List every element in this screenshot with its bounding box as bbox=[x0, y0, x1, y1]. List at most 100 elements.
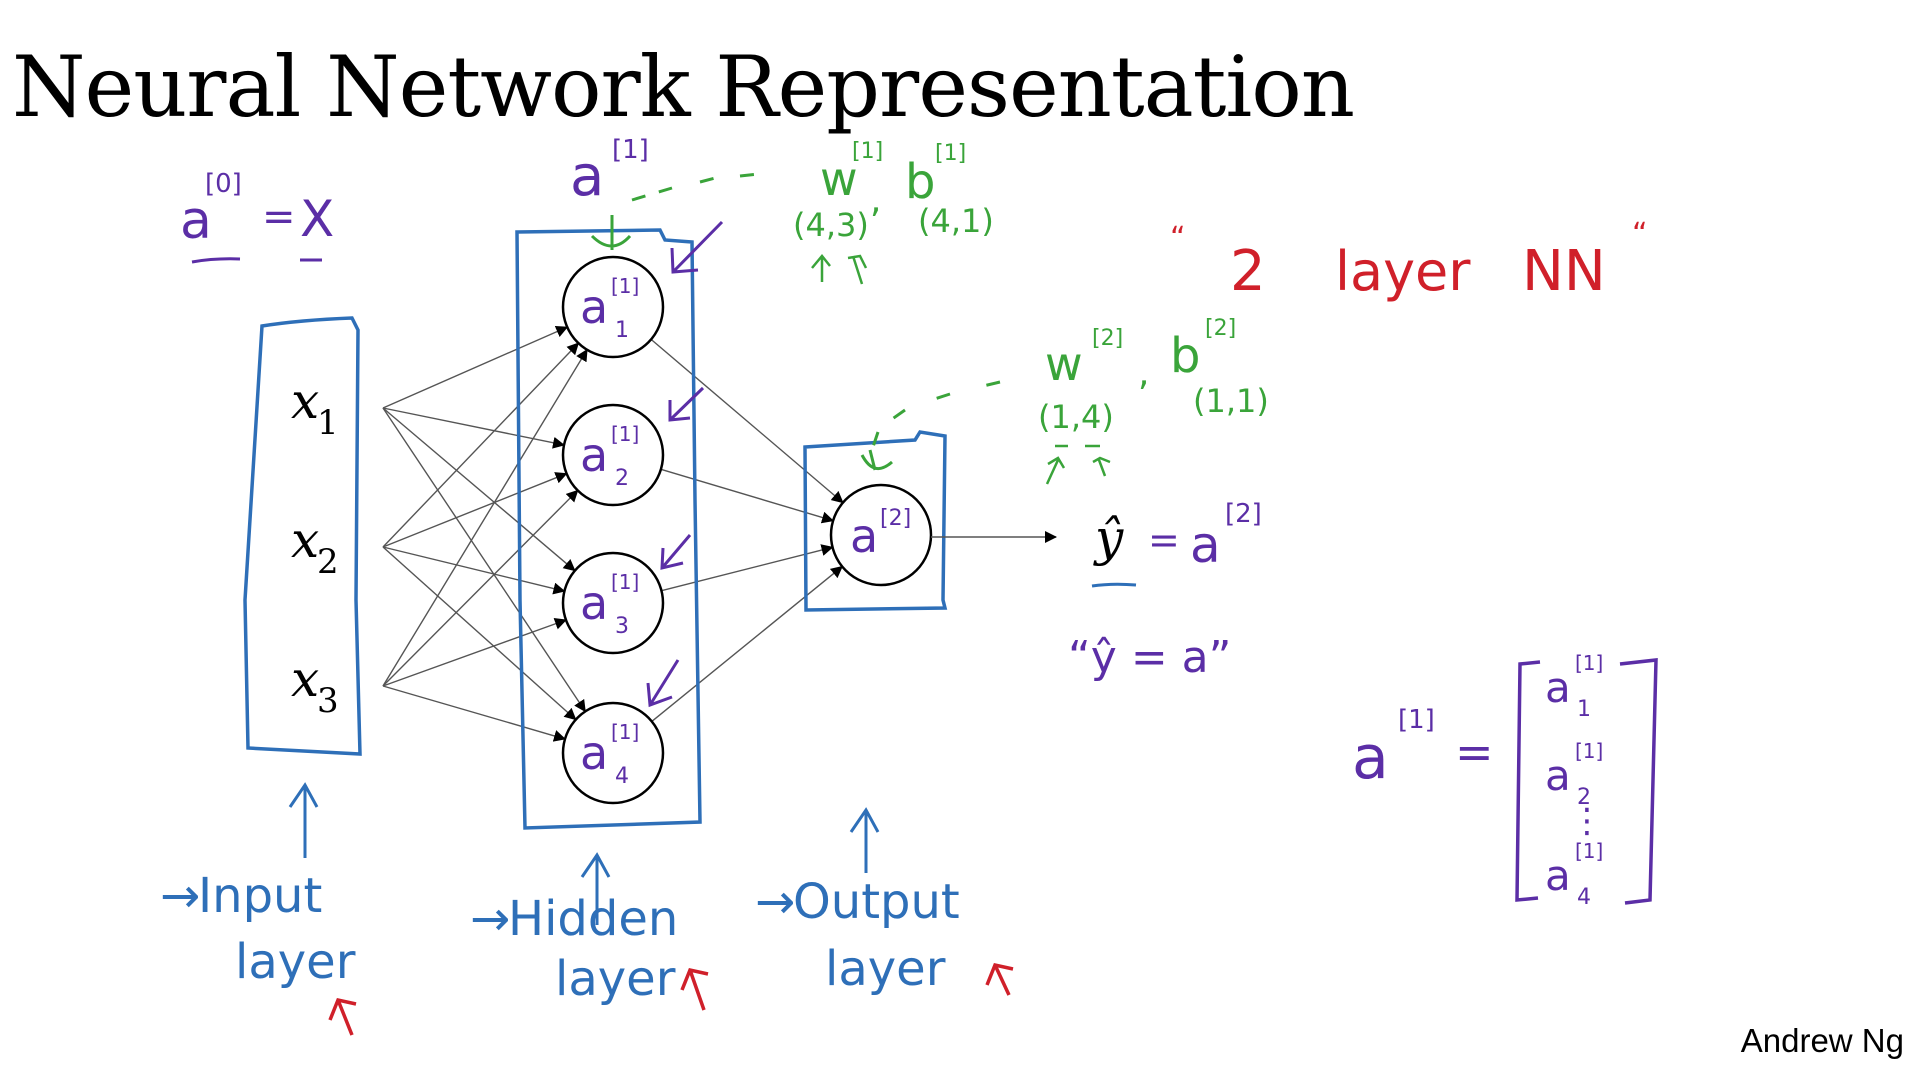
layer-label-arrow: → bbox=[470, 891, 510, 947]
pointer-arrow-icon bbox=[670, 220, 724, 274]
hidden-node-sup: [1] bbox=[611, 422, 639, 446]
hidden-node: a[1]1 bbox=[561, 255, 665, 359]
hidden-node-base: a bbox=[580, 428, 608, 482]
hidden-notation-base: a bbox=[570, 144, 604, 209]
layer-label-line2: layer bbox=[555, 951, 676, 1007]
hidden-node-circle bbox=[561, 403, 665, 507]
matrix-right-bracket bbox=[1619, 658, 1658, 905]
output-node-base: a bbox=[850, 509, 878, 563]
pointer-arrow-icon bbox=[668, 386, 705, 422]
matrix-entry-sup: [1] bbox=[1575, 739, 1603, 763]
hidden-node-base: a bbox=[580, 726, 608, 780]
matrix-left-bracket bbox=[1515, 660, 1541, 902]
edge-input-hidden bbox=[382, 546, 566, 595]
input-notation-lhs: a bbox=[180, 191, 212, 251]
edge-input-hidden bbox=[382, 342, 580, 548]
w2-base: w bbox=[1045, 337, 1083, 391]
layer-label-arrow: → bbox=[160, 868, 200, 924]
green-arrow-layer1 bbox=[590, 215, 632, 250]
layer2-params: w [2] , b [2] (1,4) (1,1) bbox=[860, 316, 1269, 485]
input-node-label: x3 bbox=[291, 650, 339, 721]
edge-input-hidden bbox=[382, 407, 565, 449]
matrix-entry: a[1] 1 bbox=[1545, 651, 1603, 722]
edge-input-hidden bbox=[382, 407, 586, 713]
hidden-node-base: a bbox=[580, 280, 608, 334]
matrix-entry-sup: [1] bbox=[1575, 651, 1603, 675]
green-arrow-layer2 bbox=[860, 449, 893, 471]
layer-label-line1: Input bbox=[198, 868, 322, 924]
edge-input-hidden bbox=[382, 348, 588, 687]
edge-hidden-output bbox=[660, 468, 835, 524]
dashed-link-layer1 bbox=[631, 172, 759, 202]
edge-hidden-output bbox=[650, 338, 844, 504]
red-arrow-icon bbox=[985, 962, 1014, 996]
hidden-notation-sup: [1] bbox=[612, 135, 649, 165]
input-node-subscript: 2 bbox=[317, 542, 339, 582]
layer-label-line1: Output bbox=[793, 874, 960, 930]
hidden-node: a[1] 3 bbox=[561, 551, 665, 655]
input-node-subscript: 1 bbox=[317, 403, 339, 443]
hidden-node: a[1] 2 bbox=[561, 403, 665, 507]
output-layer-box bbox=[803, 430, 948, 612]
yhat-underline bbox=[1091, 582, 1137, 588]
matrix-entry-sub: 4 bbox=[1577, 885, 1591, 910]
hidden-node-base: a bbox=[580, 576, 608, 630]
input-node-base: x bbox=[291, 650, 319, 708]
author-credit: Andrew Ng bbox=[1740, 1022, 1904, 1059]
hidden-node-circle bbox=[561, 551, 665, 655]
output-eq-rhs: a bbox=[1190, 516, 1221, 574]
b2-base: b bbox=[1170, 328, 1200, 384]
output-eq-sign: = bbox=[1148, 518, 1180, 562]
hidden-node-sub: 2 bbox=[615, 466, 629, 491]
matrix-entry-sub: 2 bbox=[1577, 785, 1591, 810]
pointer-arrow-icon bbox=[660, 534, 692, 570]
input-node-label: x2 bbox=[291, 511, 339, 582]
output-node-circle bbox=[829, 483, 933, 587]
yhat-symbol: ŷ bbox=[1093, 509, 1124, 567]
hidden-layer-notation: a [1] bbox=[570, 135, 759, 250]
edge-hidden-output bbox=[651, 565, 843, 722]
output-node-sup: [2] bbox=[880, 506, 911, 531]
hidden-node-circle bbox=[561, 255, 665, 359]
w1-shape: (4,3) bbox=[793, 206, 869, 244]
hidden-node-sub: 3 bbox=[615, 614, 629, 639]
edge-input-hidden bbox=[382, 546, 577, 721]
output-node: a [2] bbox=[829, 483, 933, 587]
w2-b2-comma: , bbox=[1138, 353, 1149, 394]
hidden-node: a[1]4 bbox=[561, 701, 665, 805]
input-node-base: x bbox=[291, 511, 319, 569]
hidden-layer-box bbox=[515, 228, 702, 830]
matrix-entry-sub: 1 bbox=[1577, 697, 1591, 722]
input-notation: a [0] = X bbox=[180, 169, 334, 264]
w2-sup: [2] bbox=[1092, 326, 1123, 351]
matrix-entry-base: a bbox=[1545, 851, 1571, 900]
input-node-label: x1 bbox=[291, 372, 339, 443]
w1-sup: [1] bbox=[852, 139, 883, 164]
hidden-node-sub: 4 bbox=[615, 764, 629, 789]
matrix-entry-base: a bbox=[1545, 663, 1571, 712]
layer-label-arrow: → bbox=[755, 874, 795, 930]
edge-input-hidden bbox=[382, 685, 566, 742]
edge-input-hidden bbox=[382, 472, 568, 548]
input-node-subscript: 3 bbox=[317, 681, 339, 721]
up-arrow-icon bbox=[288, 782, 319, 858]
edge-input-hidden bbox=[382, 326, 569, 409]
w1-base: w bbox=[820, 152, 858, 206]
pointer-arrow-icon bbox=[646, 659, 680, 708]
b1-shape: (4,1) bbox=[918, 202, 994, 240]
nn-note-number: 2 bbox=[1230, 239, 1266, 304]
input-node-base: x bbox=[291, 372, 319, 430]
nn-note-nn: NN bbox=[1522, 239, 1606, 304]
matrix-ellipsis: ⋮ bbox=[1570, 801, 1604, 841]
hidden-node-sup: [1] bbox=[611, 570, 639, 594]
hidden-node-circle bbox=[561, 701, 665, 805]
nn-note-close-quote: “ bbox=[1632, 217, 1648, 252]
b2-shape: (1,1) bbox=[1193, 382, 1269, 420]
edge-input-hidden bbox=[382, 489, 579, 687]
input-notation-eq: = bbox=[262, 194, 296, 240]
input-notation-sup: [0] bbox=[205, 169, 242, 199]
up-arrow-icon bbox=[849, 807, 880, 873]
